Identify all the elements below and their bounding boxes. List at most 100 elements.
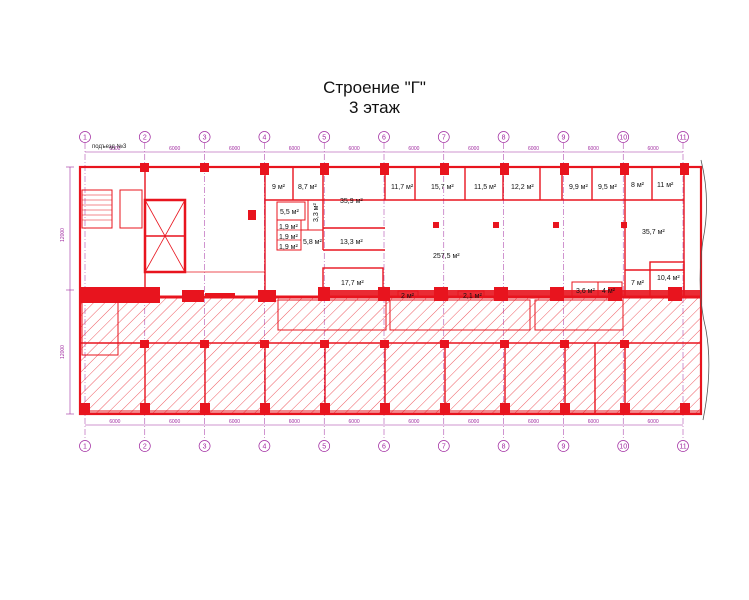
corridor-room-c — [534, 299, 624, 331]
room-label: 9 м² — [272, 184, 286, 191]
axis-label: 7 — [442, 444, 446, 451]
axis-label: 8 — [502, 135, 506, 142]
axis-marker — [138, 131, 151, 143]
span-label: 6000 — [289, 146, 300, 152]
span-label: 6000 — [528, 146, 539, 152]
axis-label: 1 — [83, 444, 87, 451]
axis-label: 10 — [619, 135, 627, 142]
room-label: 257,5 м² — [433, 253, 460, 260]
axis-label: 9 — [561, 135, 565, 142]
axis-marker — [497, 131, 510, 143]
room-label: 3,6 м² — [576, 288, 595, 295]
room-label: 1,9 м² — [279, 224, 298, 231]
axis-marker — [557, 131, 570, 143]
room-label: 1,9 м² — [279, 234, 298, 241]
break-line — [699, 159, 710, 421]
span-label: 6000 — [229, 146, 240, 152]
wall-block-left — [80, 287, 160, 303]
axis-marker — [378, 131, 390, 143]
room-label: 11,7 м² — [391, 184, 414, 191]
plan-title: Строение "Г" — [323, 78, 426, 97]
span-label: 6000 — [588, 146, 599, 152]
corridor-room-a — [277, 299, 387, 331]
axis-marker — [79, 131, 91, 143]
axis-label: 3 — [203, 444, 207, 451]
axis-marker — [79, 440, 91, 452]
axis-label: 9 — [561, 444, 565, 451]
room-label: 12,2 м² — [511, 184, 534, 191]
bottom-edge — [80, 410, 701, 414]
span-label: 6000 — [408, 146, 419, 152]
axis-label: 5 — [322, 135, 326, 142]
room-label: 2 м² — [401, 293, 415, 300]
room-label: 11,5 м² — [474, 184, 497, 191]
axis-label: 4 — [262, 444, 266, 451]
span-label: 6000 — [468, 419, 479, 425]
span-label: 6000 — [109, 419, 120, 425]
room-label: 5,8 м² — [303, 239, 322, 246]
axis-label: 8 — [502, 444, 506, 451]
room-label: 7 м² — [631, 280, 645, 287]
entrance-label: подъезд №3 — [92, 143, 127, 150]
axis-marker — [497, 440, 510, 452]
axis-marker — [557, 440, 570, 452]
room-label: 2,1 м² — [463, 293, 482, 300]
room-label: 10,4 м² — [657, 275, 680, 282]
room-label: 8 м² — [631, 182, 645, 189]
span-label: 6000 — [528, 419, 539, 425]
room-label: 9,5 м² — [598, 184, 617, 191]
room-label: 8,7 м² — [298, 184, 317, 191]
left-dim-bottom: 12000 — [60, 345, 66, 359]
room-label: 35,9 м² — [340, 198, 363, 205]
axis-marker — [318, 131, 331, 143]
room-label: 17,7 м² — [341, 280, 364, 287]
columns — [80, 163, 700, 414]
axis-marker — [437, 131, 450, 143]
room-label: 1,9 м² — [279, 244, 298, 251]
axis-label: 6 — [382, 444, 386, 451]
room-label: 3,3 м² — [313, 203, 320, 222]
span-label: 6000 — [349, 146, 360, 152]
axis-label: 6 — [382, 135, 386, 142]
left-dimension — [66, 166, 74, 415]
axis-label: 10 — [619, 444, 627, 451]
room-labels: 9 м² 8,7 м² 35,9 м² 11,7 м² 15,7 м² 11,5… — [272, 182, 680, 300]
axis-label: 2 — [143, 444, 147, 451]
axis-marker — [258, 131, 271, 143]
axis-marker — [617, 131, 630, 143]
wc-block — [276, 219, 302, 251]
axis-label: 2 — [143, 135, 147, 142]
axis-label: 1 — [83, 135, 87, 142]
span-label: 6000 — [588, 419, 599, 425]
axis-marker — [378, 440, 390, 452]
axis-marker — [138, 440, 151, 452]
axis-label: 7 — [442, 135, 446, 142]
axis-marker — [198, 440, 211, 452]
span-label: 6000 — [169, 146, 180, 152]
room-label: 9,9 м² — [569, 184, 588, 191]
left-dim-top: 12000 — [60, 228, 66, 242]
axis-marker — [617, 440, 630, 452]
span-label: 6000 — [468, 146, 479, 152]
span-label: 6000 — [289, 419, 300, 425]
staircase — [81, 189, 113, 229]
axis-marker — [258, 440, 271, 452]
span-label: 6000 — [109, 146, 120, 152]
span-label: 6000 — [169, 419, 180, 425]
floor-subtitle: 3 этаж — [349, 98, 400, 117]
span-label: 6000 — [229, 419, 240, 425]
axis-label: 11 — [679, 444, 686, 451]
stair-flight — [119, 189, 143, 229]
room-label: 11 м² — [657, 182, 674, 189]
room-label: 4 м² — [602, 288, 616, 295]
room-label: 13,3 м² — [340, 239, 363, 246]
span-label: 6000 — [648, 146, 659, 152]
room-label: 35,7 м² — [642, 229, 665, 236]
span-label: 6000 — [349, 419, 360, 425]
span-label: 6000 — [408, 419, 419, 425]
room-label: 15,7 м² — [431, 184, 454, 191]
span-label: 6000 — [648, 419, 659, 425]
axis-marker — [677, 131, 689, 143]
axis-label: 4 — [262, 135, 266, 142]
